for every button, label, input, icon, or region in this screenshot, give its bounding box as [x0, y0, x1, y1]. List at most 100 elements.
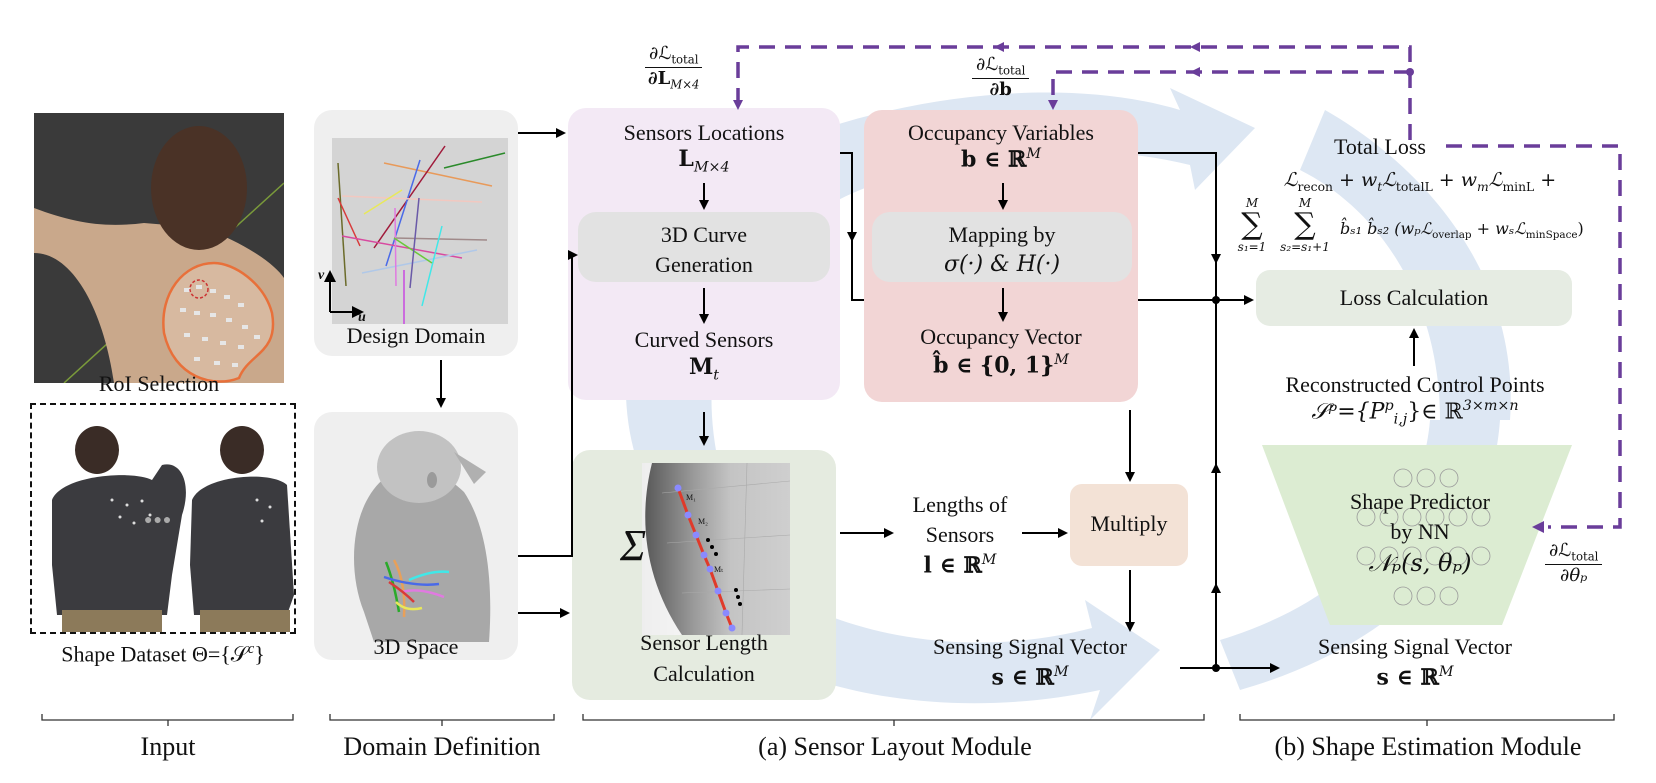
signal-vector-sym-a: s ∈ ℝ: [991, 664, 1054, 691]
loss-wm-sub: m: [1477, 179, 1489, 194]
grad-arrow-to-locations: [736, 45, 1412, 140]
segment-label-t: Mₜ: [714, 565, 724, 574]
axis-u-label: u: [358, 310, 366, 325]
sum1-bottom: s₁=1: [1237, 240, 1267, 254]
grad-L-num: ∂ℒ: [649, 43, 672, 64]
loss-formula-line1: ℒrecon + wtℒtotalL + wmℒminL +: [1250, 169, 1590, 194]
roi-body-render: [34, 126, 284, 383]
occupancy-variables-sym: b ∈ ℝ: [961, 146, 1027, 173]
nn-nodes-icon: [1356, 468, 1491, 606]
loss-calculation-label: Loss Calculation: [1339, 285, 1489, 310]
loss-minl-symbol: ℒ: [1488, 169, 1503, 191]
occupancy-vector-symbol: b̂ ∈ {0, 1}M: [864, 352, 1138, 379]
sensors-locations-sub: M×4: [693, 159, 730, 176]
section-sensor-layout: (a) Sensor Layout Module: [758, 732, 1032, 761]
signal-vector-sym-b: s ∈ ℝ: [1376, 664, 1439, 691]
3d-space-panel: 3D Space: [314, 412, 518, 660]
section-input: Input: [140, 732, 196, 761]
grad-b-num-sub: total: [998, 63, 1026, 78]
grad-arrowhead-locations: [733, 100, 743, 110]
design-domain-panel: v u Design Domain: [314, 110, 518, 356]
lengths-symbol: l ∈ ℝM: [900, 552, 1020, 579]
design-domain-lines: [337, 145, 506, 324]
grad-b-num: ∂ℒ: [976, 54, 999, 75]
grad-mid-arrowhead-2: [1190, 42, 1200, 52]
grad-arrowhead-predictor: [1532, 521, 1544, 533]
signal-vector-symbol-b: s ∈ ℝM: [1250, 664, 1580, 691]
flow-band-bottom: [700, 560, 1160, 720]
shape-dataset-label: Shape Dataset Θ={𝒮c}: [34, 641, 292, 667]
3d-space-label: 3D Space: [373, 634, 459, 659]
grad-L-num-sub: total: [671, 52, 699, 67]
design-domain-label: Design Domain: [346, 323, 486, 348]
grad-mid-arrowhead-1: [994, 42, 1004, 52]
loss-minspace-sub: minSpace: [1525, 229, 1578, 242]
roi-selection-label: RoI Selection: [98, 371, 220, 396]
lengths-line2: Sensors: [925, 522, 995, 547]
multiply-label: Multiply: [1090, 511, 1168, 536]
occupancy-vector-title: Occupancy Vector: [920, 324, 1082, 349]
axis-v-label: v: [318, 268, 325, 283]
curved-sensors-symbol: Mt: [568, 354, 840, 384]
grad-mid-arrowhead-3: [1190, 67, 1200, 77]
3d-body-model: [354, 431, 491, 642]
sum2-bottom: s₂=s₁+1: [1280, 240, 1330, 254]
recon-sym-dim: 3×m×n: [1462, 398, 1519, 414]
sum1-icon: ∑: [1241, 207, 1263, 242]
lengths-line1: Lengths of: [912, 492, 1008, 517]
grad-theta-label: ∂ℒtotal∂θₚ: [1545, 540, 1603, 586]
recon-sym-rest: }∈ ℝ: [1407, 399, 1463, 425]
design-domain-plot: [332, 138, 508, 324]
sigma-icon: Σ: [620, 521, 647, 570]
grad-junction-dot: [1406, 68, 1414, 76]
bracket-shape-estimation: [1239, 714, 1615, 726]
grad-arrow-to-occupancy: [1051, 70, 1410, 104]
junction-dot-bottom: [1212, 664, 1220, 672]
shape-dataset-close: }: [254, 641, 265, 667]
signal-vector-sup-b: M: [1438, 664, 1454, 680]
loss-wt: + w: [1332, 169, 1378, 191]
shape-predictor-trapezoid: [1262, 445, 1572, 625]
grad-L-den: ∂L: [648, 67, 671, 89]
flow-band-right: [1300, 110, 1511, 420]
sensor-segment-render: M₁ M₂ Mₜ: [642, 463, 790, 635]
bracket-sensor-layout: [582, 714, 1205, 726]
sum2: M ∑ s₂=s₁+1: [1270, 196, 1340, 254]
sensor-length-panel: M₁ M₂ Mₜ Σ Sensor Length Calculation: [572, 450, 836, 700]
segment-label-2: M₂: [698, 517, 708, 526]
section-domain-definition: Domain Definition: [343, 732, 541, 761]
loss-calculation-box: [1256, 270, 1572, 326]
grad-theta-den: ∂θₚ: [1560, 564, 1588, 586]
loss-pair-term: b̂ₛ₁ b̂ₛ₂ (wₚℒ: [1340, 219, 1433, 238]
loss-totall-symbol: ℒ: [1382, 169, 1396, 191]
curve-generation-line2: Generation: [655, 252, 753, 277]
loss-overlap-sub: overlap: [1432, 229, 1472, 242]
lengths-sym: l ∈ ℝ: [923, 552, 982, 579]
shape-predictor-line2: by NN: [1390, 519, 1450, 544]
shape-dataset-photos: [52, 426, 294, 632]
grad-b-label: ∂ℒtotal∂b: [972, 54, 1030, 100]
sensor-length-line2: Calculation: [653, 661, 755, 686]
mapping-line2: σ(·) & H(·): [943, 252, 1061, 277]
shape-dataset-text: Shape Dataset Θ={𝒮: [61, 641, 248, 667]
sum2-icon: ∑: [1294, 207, 1316, 242]
sensors-locations-sym: L: [678, 146, 694, 172]
occupancy-vector-sup: M: [1054, 352, 1069, 368]
sensors-locations-title: Sensors Locations: [623, 120, 785, 145]
roi-selection-image: [34, 113, 284, 383]
sum1: M ∑ s₁=1: [1232, 196, 1272, 254]
sum2-top: M: [1298, 196, 1312, 210]
section-shape-estimation: (b) Shape Estimation Module: [1274, 732, 1582, 761]
occupancy-variables-symbol: b ∈ ℝM: [864, 146, 1138, 173]
sensor-length-line1: Sensor Length: [640, 630, 768, 655]
occupancy-vector-sym: b̂ ∈ {0, 1}: [933, 352, 1055, 379]
signal-vector-symbol-a: s ∈ ℝM: [900, 664, 1160, 691]
uv-axis-icon: [324, 270, 364, 318]
recon-sym-sub: i,j: [1393, 411, 1408, 428]
loss-close-paren: ): [1577, 219, 1584, 238]
line-occupancy-to-loss: [1138, 152, 1217, 300]
recon-sym: 𝒮ᵖ={P: [1311, 399, 1385, 425]
multiply-box: [1070, 484, 1188, 566]
recon-control-points-symbol: 𝒮ᵖ={Ppi,j}∈ ℝ3×m×n: [1250, 398, 1580, 428]
